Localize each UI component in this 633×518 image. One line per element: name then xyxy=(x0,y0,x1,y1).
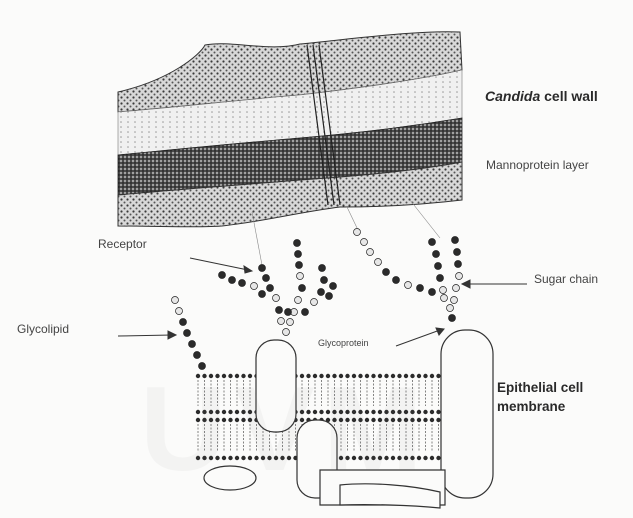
glycolipid-chain xyxy=(172,297,206,370)
watermark: UVM xyxy=(140,360,431,498)
mannoprotein-layer-label: Mannoprotein layer xyxy=(486,158,589,172)
lipid-head xyxy=(436,418,440,422)
lipid-head xyxy=(436,374,440,378)
epithelial-line1: Epithelial cell xyxy=(497,378,583,397)
lipid-head xyxy=(436,456,440,460)
receptor-sugar-chains xyxy=(219,240,337,336)
lipid-head xyxy=(436,410,440,414)
candida-cell-wall xyxy=(118,32,462,227)
sugar-chain-label: Sugar chain xyxy=(534,272,598,286)
glycolipid-label: Glycolipid xyxy=(17,322,69,336)
candida-italic: Candida xyxy=(485,88,540,104)
glycoprotein-label: Glycoprotein xyxy=(318,338,369,348)
cell-wall-text: cell wall xyxy=(540,88,598,104)
receptor-label: Receptor xyxy=(98,237,147,251)
epithelial-membrane-label: Epithelial cell membrane xyxy=(497,378,583,416)
epithelial-line2: membrane xyxy=(497,397,583,416)
glycoprotein-sugar-chains xyxy=(354,229,463,322)
candida-cell-wall-label: Candida cell wall xyxy=(485,88,598,104)
